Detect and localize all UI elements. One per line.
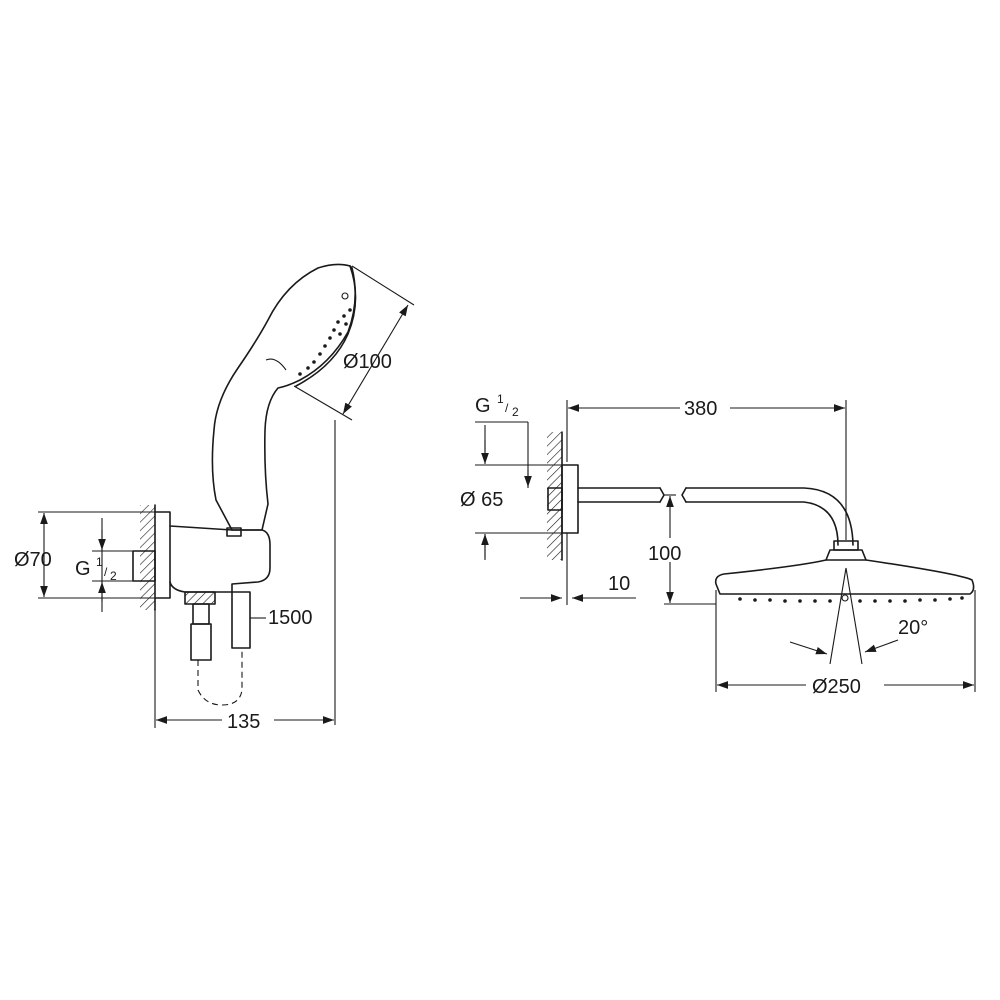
dim-outlet-diameter: Ø70 xyxy=(14,511,155,599)
dim-hose-length: 1500 xyxy=(250,607,313,629)
label-wall-gap: 10 xyxy=(608,573,630,595)
wall-outlet-elbow xyxy=(132,511,271,599)
thread-left-slash: / xyxy=(104,565,108,579)
right-wall xyxy=(547,431,563,561)
dim-thread-left: G 1 / 2 xyxy=(75,518,133,612)
thread-right-slash: / xyxy=(505,401,509,415)
thread-right-num: 1 xyxy=(497,392,504,406)
thread-left-den: 2 xyxy=(110,569,117,583)
thread-right-g: G xyxy=(475,395,491,417)
dim-tilt-angle: 20° xyxy=(789,567,928,665)
label-projection: 135 xyxy=(227,711,260,733)
label-tilt-angle: 20° xyxy=(898,617,928,639)
dim-thread-right: G 1 / 2 xyxy=(475,392,532,488)
dim-drop: 100 xyxy=(645,494,716,605)
dim-head-diameter: Ø250 xyxy=(715,590,976,698)
thread-left-num: 1 xyxy=(96,555,103,569)
thread-left-g: G xyxy=(75,558,91,580)
head-shower xyxy=(714,540,975,603)
dim-arm-length: 380 xyxy=(566,396,847,540)
label-arm-length: 380 xyxy=(684,398,717,420)
dim-handshower-diameter: Ø100 xyxy=(293,265,415,421)
hose-connection xyxy=(184,591,251,706)
label-outlet-diameter: Ø70 xyxy=(14,549,52,571)
shower-arm xyxy=(577,487,854,546)
label-hose-length: 1500 xyxy=(268,607,313,629)
thread-right-den: 2 xyxy=(512,405,519,419)
dim-projection: 135 xyxy=(154,610,334,733)
label-drop: 100 xyxy=(648,543,681,565)
label-head-diameter: Ø250 xyxy=(812,676,861,698)
head-shower-set: 380 G 1 / 2 Ø 65 10 xyxy=(460,392,976,698)
label-flange-diameter: Ø 65 xyxy=(460,489,503,511)
dim-flange-diameter: Ø 65 xyxy=(460,425,562,560)
hand-shower-set: Ø100 Ø70 G 1 / 2 1500 xyxy=(14,263,415,733)
dim-wall-gap: 10 xyxy=(520,533,636,605)
label-handshower-diameter: Ø100 xyxy=(343,351,392,373)
hand-shower xyxy=(211,263,357,531)
left-wall xyxy=(140,504,156,611)
wall-flange xyxy=(547,464,579,534)
